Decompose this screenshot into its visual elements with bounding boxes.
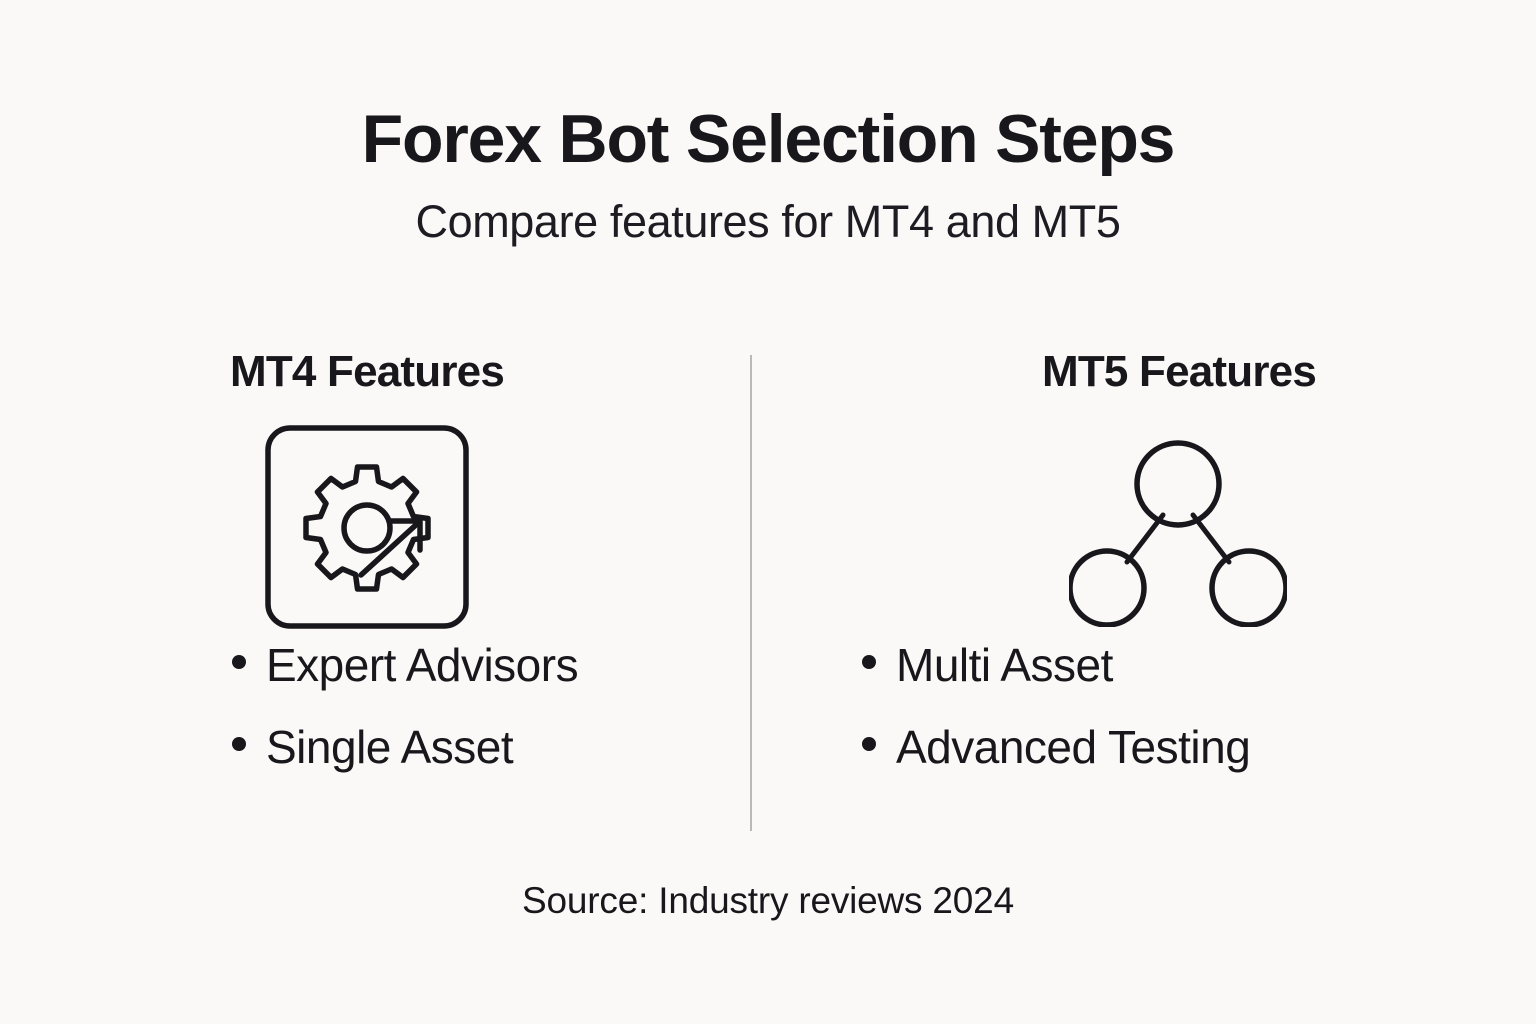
gear-arrow-in-rounded-square-icon: [265, 425, 469, 629]
source-note: Source: Industry reviews 2024: [522, 880, 1014, 921]
bullet-dot-icon: [232, 655, 246, 669]
column-mt5: MT5 Features Multi: [768, 344, 1536, 844]
feature-label: Advanced Testing: [896, 721, 1251, 773]
column-mt4: MT4 Features Expert: [0, 344, 768, 844]
list-item: Expert Advisors: [232, 642, 768, 724]
feature-label: Expert Advisors: [266, 639, 579, 691]
page-title: Forex Bot Selection Steps: [361, 101, 1176, 177]
bullet-dot-icon: [862, 737, 876, 751]
column-heading-mt4: MT4 Features: [229, 347, 505, 396]
node-tree-hierarchy-icon: [1069, 440, 1287, 627]
feature-list-mt4: Expert Advisors Single Asset: [232, 642, 768, 806]
bullet-dot-icon: [232, 737, 246, 751]
feature-label: Multi Asset: [896, 639, 1113, 691]
feature-label: Single Asset: [266, 721, 514, 773]
list-item: Multi Asset: [862, 642, 1536, 724]
list-item: Single Asset: [232, 724, 768, 806]
bullet-dot-icon: [862, 655, 876, 669]
column-heading-mt5: MT5 Features: [1041, 347, 1317, 396]
icon-container-mt4: [0, 412, 768, 642]
header-block: Forex Bot Selection Steps Compare featur…: [0, 104, 1536, 246]
page-subtitle: Compare features for MT4 and MT5: [415, 195, 1121, 247]
feature-list-mt5: Multi Asset Advanced Testing: [862, 642, 1536, 806]
icon-container-mt5: [768, 412, 1536, 642]
column-divider: [750, 355, 752, 831]
comparison-columns: MT4 Features Expert: [0, 344, 1536, 844]
list-item: Advanced Testing: [862, 724, 1536, 806]
